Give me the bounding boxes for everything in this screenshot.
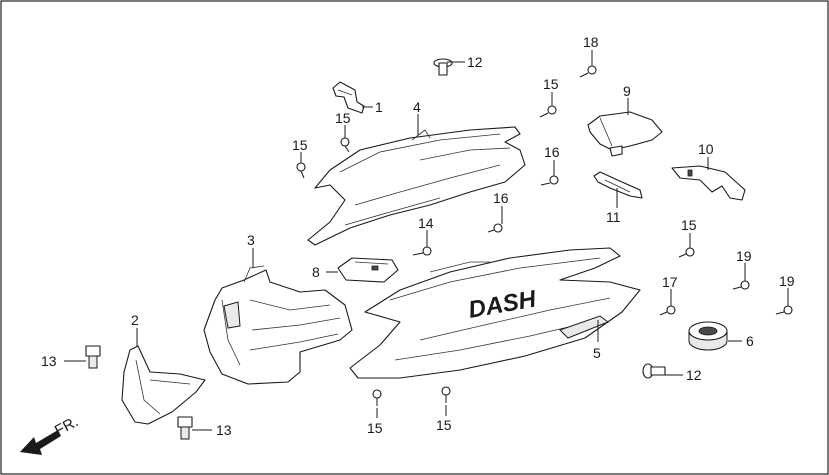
callout-16-lower: 16 <box>493 190 509 206</box>
part-1-clip <box>332 81 365 114</box>
screw-15-right-upper <box>539 105 557 118</box>
callout-12-top: 12 <box>467 54 483 70</box>
callout-11: 11 <box>606 209 621 225</box>
part-8-plate <box>337 257 399 283</box>
screw-15-bottom-left <box>372 389 382 406</box>
part-3-front-panel <box>203 265 353 385</box>
part-9-cover <box>587 111 663 157</box>
screw-15-upper <box>340 137 350 153</box>
callout-15-bottom-right: 15 <box>436 417 452 433</box>
callout-9: 9 <box>623 83 631 99</box>
callout-19-left: 19 <box>736 248 752 264</box>
part-2-nose-piece <box>121 345 206 425</box>
callout-19-right: 19 <box>779 273 795 289</box>
callout-16-upper: 16 <box>544 144 560 160</box>
screw-19-right <box>775 305 793 315</box>
screw-16-upper <box>540 175 559 186</box>
callout-2: 2 <box>131 312 139 328</box>
callout-14: 14 <box>418 215 434 231</box>
callout-15-bottom-left: 15 <box>367 420 383 436</box>
part-11-stay <box>593 171 643 199</box>
callout-4: 4 <box>413 99 421 115</box>
part-13-bolt-left <box>85 345 101 369</box>
callout-8: 8 <box>312 264 320 280</box>
callout-15-upper: 15 <box>335 110 351 126</box>
part-12-fastener-right <box>642 363 666 379</box>
callout-3: 3 <box>247 232 255 248</box>
callout-1: 1 <box>375 99 383 115</box>
screw-15-left <box>296 162 306 179</box>
screw-19-left <box>732 280 750 290</box>
part-10-bracket <box>671 165 746 201</box>
callout-6: 6 <box>746 333 754 349</box>
screw-15-bottom-right <box>441 386 451 403</box>
screw-17 <box>659 305 676 316</box>
part-6-rubber-ring <box>688 321 728 351</box>
callout-labels: 18 12 1 4 15 9 15 15 10 16 11 16 14 15 3… <box>41 34 795 438</box>
front-direction-arrow-icon <box>20 430 61 455</box>
callout-15-mid-right: 15 <box>681 217 697 233</box>
callout-18: 18 <box>583 34 599 50</box>
leader-lines <box>64 50 789 431</box>
screw-18 <box>579 65 597 78</box>
screw-16-lower <box>487 223 503 233</box>
callout-13-bottom: 13 <box>216 422 232 438</box>
callout-12-right: 12 <box>686 367 702 383</box>
callout-10: 10 <box>698 141 714 157</box>
callout-15-upper-right: 15 <box>543 76 559 92</box>
part-4-upper-side-cover <box>307 126 526 246</box>
part-5-main-side-cover <box>349 247 641 379</box>
screw-15-mid-right <box>678 247 695 258</box>
callout-17: 17 <box>662 274 678 290</box>
callout-13-left: 13 <box>41 353 57 369</box>
callout-15-left: 15 <box>292 137 308 153</box>
screw-14 <box>412 246 432 256</box>
part-13-bolt-bottom <box>177 416 193 440</box>
callout-5: 5 <box>593 345 601 361</box>
part-12-fastener-top <box>433 58 453 76</box>
